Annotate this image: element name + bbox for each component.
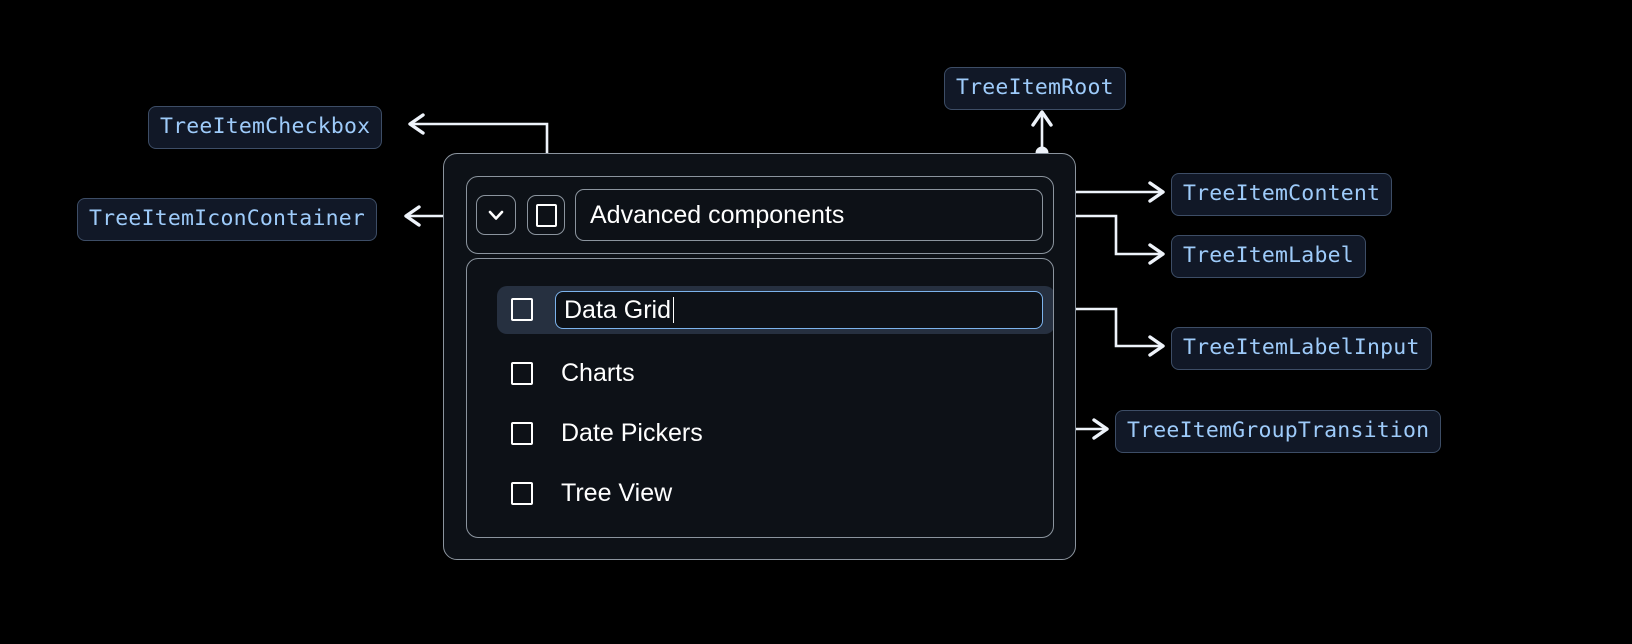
tree-item-checkbox[interactable]: [527, 195, 565, 235]
tree-item-row-date-pickers[interactable]: Date Pickers: [467, 410, 1053, 456]
annotation-pill-tree-item-checkbox: TreeItemCheckbox: [148, 106, 383, 149]
annotation-pill-tree-item-group-transition: TreeItemGroupTransition: [1115, 410, 1442, 453]
tree-item-label-text: Advanced components: [590, 200, 845, 229]
annotation-pill-tree-item-content: TreeItemContent: [1171, 173, 1393, 216]
chevron-down-icon: [488, 210, 504, 220]
tree-item-label-tree-view: Tree View: [561, 478, 673, 507]
annotation-pill-tree-item-label-input: TreeItemLabelInput: [1171, 327, 1432, 370]
tree-item-label-input[interactable]: Data Grid: [555, 291, 1043, 329]
tree-item-label[interactable]: Advanced components: [575, 189, 1043, 241]
tree-item-checkbox-tree-view[interactable]: [511, 481, 533, 505]
checkbox-square-icon: [535, 203, 557, 227]
tree-item-icon-container[interactable]: [476, 195, 516, 235]
tree-item-label-date-pickers: Date Pickers: [561, 418, 703, 447]
tree-item-checkbox-charts[interactable]: [511, 361, 533, 385]
tree-item-row-tree-view[interactable]: Tree View: [467, 470, 1053, 516]
tree-item-label-input-value: Data Grid: [564, 295, 671, 324]
tree-item-checkbox-data-grid[interactable]: [511, 298, 533, 321]
annotation-pill-tree-item-root: TreeItemRoot: [944, 67, 1126, 110]
tree-item-group-transition[interactable]: Data Grid Charts Date Pickers Tree View: [466, 258, 1054, 538]
tree-item-checkbox-date-pickers[interactable]: [511, 421, 533, 445]
tree-item-row-charts[interactable]: Charts: [467, 350, 1053, 396]
text-caret: [672, 297, 675, 323]
tree-item-label-charts: Charts: [561, 358, 635, 387]
annotation-pill-tree-item-label: TreeItemLabel: [1171, 235, 1366, 278]
tree-item-row-selected[interactable]: Data Grid: [497, 286, 1053, 334]
annotation-pill-tree-item-icon-container: TreeItemIconContainer: [77, 198, 378, 241]
